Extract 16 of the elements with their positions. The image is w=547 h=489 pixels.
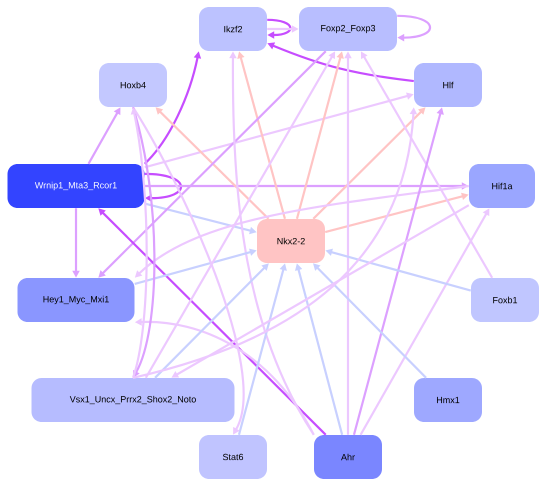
gene-box: Hlf (414, 63, 482, 107)
arrow (267, 18, 292, 39)
gene-box: Ahr (314, 435, 382, 479)
gene-box: Stat6 (199, 435, 267, 479)
gene-box: Nkx2-2 (257, 219, 325, 263)
gene-box: Foxp2_Foxp3 (299, 7, 397, 51)
gene-box: Ikzf2 (199, 7, 267, 51)
arrow (144, 172, 182, 202)
gene-box: Vsx1_Uncx_Prrx2_Shox2_Noto (32, 378, 234, 422)
gene-box: Wrnip1_Mta3_Rcor1 (8, 164, 144, 208)
gene-box: Hmx1 (414, 378, 482, 422)
gene-box: Hey1_Myc_Mxi1 (18, 278, 134, 322)
arrow (397, 14, 431, 42)
gene-box: Foxb1 (471, 278, 539, 322)
gene-box: Hif1a (469, 164, 535, 208)
gene-box: Hoxb4 (99, 63, 167, 107)
